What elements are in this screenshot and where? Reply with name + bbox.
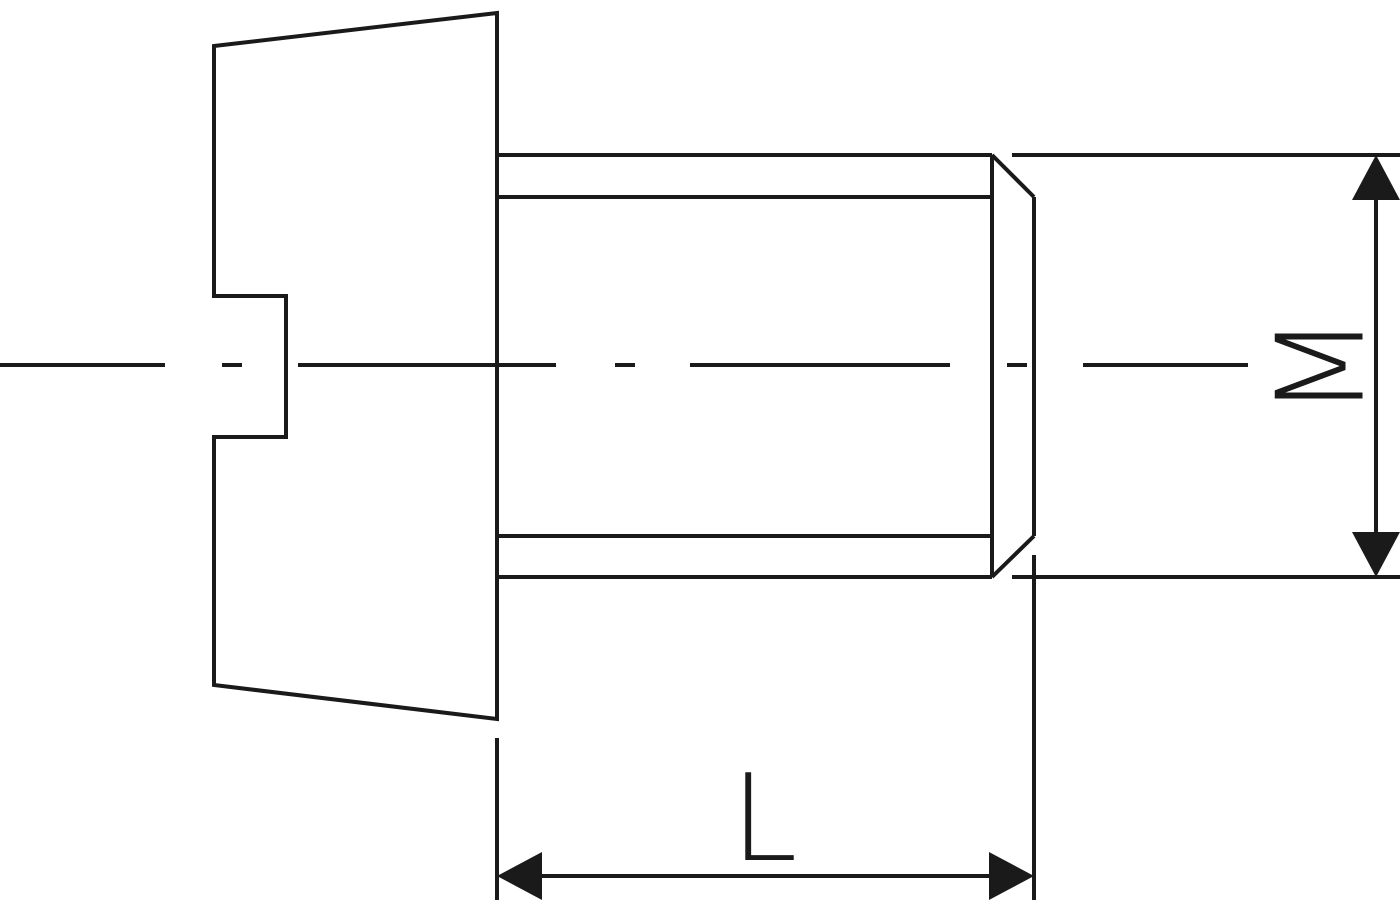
extension-lines xyxy=(495,153,1400,900)
dimension-label-length: L xyxy=(731,750,798,889)
arrowhead-left xyxy=(497,852,542,900)
screw-head-outline xyxy=(212,10,499,722)
chamfer-top xyxy=(990,153,1036,199)
arrowhead-right xyxy=(989,852,1034,900)
drawing-strokes xyxy=(0,10,1400,900)
dimension-label-diameter: M xyxy=(1253,314,1392,418)
arrowhead-bottom xyxy=(1352,532,1400,577)
chamfer-bottom xyxy=(990,534,1036,579)
screw-shank xyxy=(497,153,1036,579)
dimension-length xyxy=(497,852,1034,900)
dimension-diameter xyxy=(1352,155,1400,577)
arrowhead-top xyxy=(1352,155,1400,200)
